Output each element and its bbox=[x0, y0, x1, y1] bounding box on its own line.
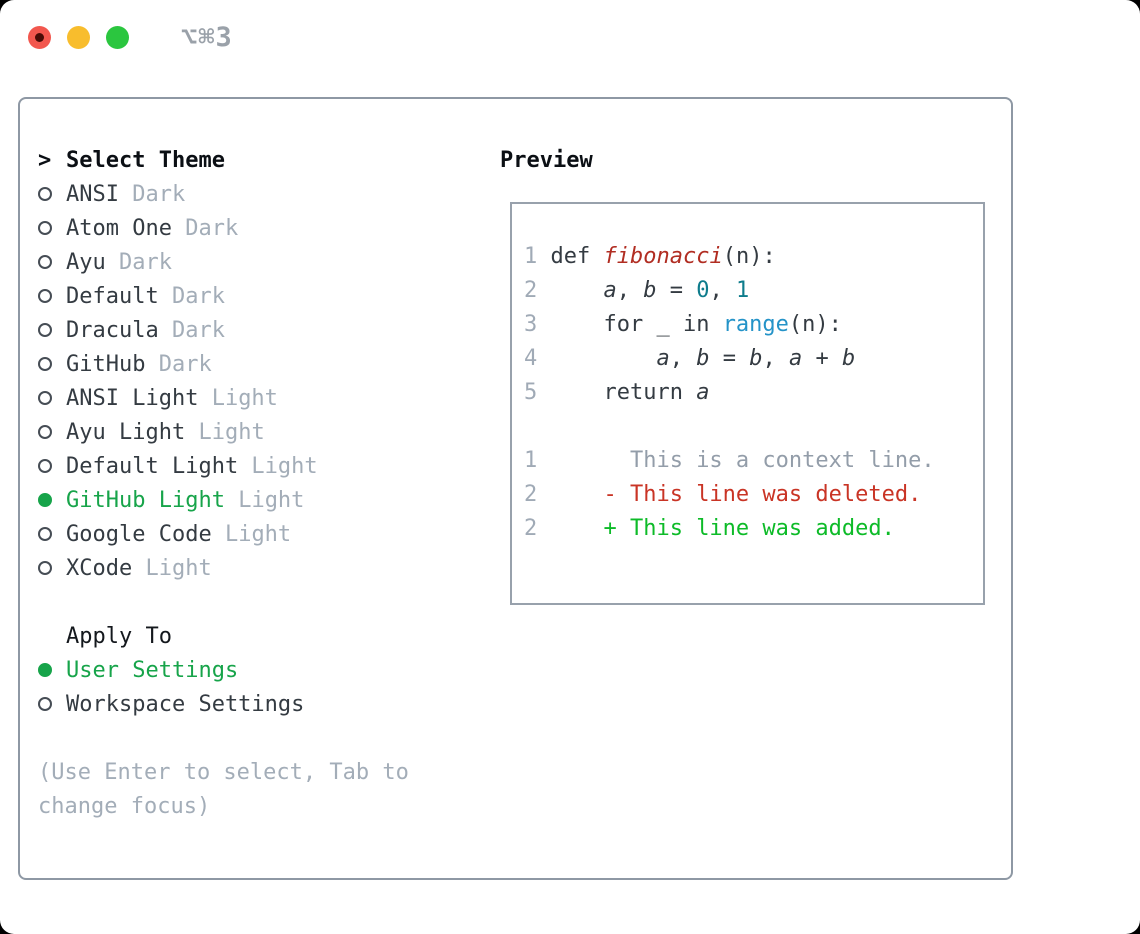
option-label: Workspace Settings bbox=[66, 691, 305, 717]
apply-to-header: Apply To bbox=[38, 619, 500, 653]
window-shortcut-label: ⌥⌘3 bbox=[181, 21, 233, 53]
radio-icon bbox=[38, 527, 66, 541]
preview-box: 1 def fibonacci(n): 2 a, b = 0, 1 3 for _ … bbox=[510, 202, 985, 605]
preview-title: Preview bbox=[500, 147, 593, 173]
option-label: Default Light Light bbox=[66, 453, 318, 479]
theme-option-ayu[interactable]: Ayu Dark bbox=[38, 245, 500, 279]
theme-option-ayu-light[interactable]: Ayu Light Light bbox=[38, 415, 500, 449]
theme-option-atom-one[interactable]: Atom One Dark bbox=[38, 211, 500, 245]
close-button[interactable] bbox=[28, 25, 51, 49]
code-line: 1 def fibonacci(n): bbox=[524, 244, 776, 269]
radio-icon bbox=[38, 255, 66, 269]
code-line: 5 return a bbox=[524, 380, 710, 405]
prompt-caret-icon: > bbox=[38, 147, 52, 173]
diff-line: 1 This is a context line. bbox=[524, 448, 935, 473]
apply-option-workspace-settings[interactable]: Workspace Settings bbox=[38, 687, 500, 721]
diff-line: 2 + This line was added. bbox=[524, 516, 895, 541]
select-theme-title: Select Theme bbox=[66, 147, 225, 173]
radio-selected-icon bbox=[38, 493, 66, 507]
maximize-button[interactable] bbox=[106, 25, 129, 49]
close-button-dot-icon bbox=[35, 32, 44, 42]
hint-line-1: (Use Enter to select, Tab to bbox=[38, 759, 409, 785]
diff-line: 2 - This line was deleted. bbox=[524, 482, 922, 507]
option-label: User Settings bbox=[66, 657, 239, 683]
theme-option-google-code[interactable]: Google Code Light bbox=[38, 517, 500, 551]
option-label: XCode Light bbox=[66, 555, 212, 581]
theme-option-default-light[interactable]: Default Light Light bbox=[38, 449, 500, 483]
apply-to-title: Apply To bbox=[66, 623, 172, 649]
select-theme-header: > Select Theme bbox=[38, 143, 500, 177]
radio-icon bbox=[38, 391, 66, 405]
hint-line-2: change focus) bbox=[38, 793, 211, 819]
option-label: Google Code Light bbox=[66, 521, 292, 547]
option-label: ANSI Dark bbox=[66, 181, 186, 207]
theme-option-ansi[interactable]: ANSI Dark bbox=[38, 177, 500, 211]
theme-option-default[interactable]: Default Dark bbox=[38, 279, 500, 313]
option-label: GitHub Light Light bbox=[66, 487, 305, 513]
radio-selected-icon bbox=[38, 663, 66, 677]
radio-icon bbox=[38, 425, 66, 439]
apply-option-user-settings[interactable]: User Settings bbox=[38, 653, 500, 687]
theme-option-dracula[interactable]: Dracula Dark bbox=[38, 313, 500, 347]
code-line: 2 a, b = 0, 1 bbox=[524, 278, 750, 303]
option-label: ANSI Light Light bbox=[66, 385, 278, 411]
radio-icon bbox=[38, 561, 66, 575]
option-label: Default Dark bbox=[66, 283, 225, 309]
theme-option-github[interactable]: GitHub Dark bbox=[38, 347, 500, 381]
radio-icon bbox=[38, 289, 66, 303]
option-label: Dracula Dark bbox=[66, 317, 225, 343]
option-label: GitHub Dark bbox=[66, 351, 212, 377]
radio-icon bbox=[38, 187, 66, 201]
radio-icon bbox=[38, 459, 66, 473]
minimize-button[interactable] bbox=[67, 25, 90, 49]
blank-line bbox=[524, 414, 983, 448]
radio-icon bbox=[38, 323, 66, 337]
code-line: 4 a, b = b, a + b bbox=[524, 346, 856, 371]
theme-option-xcode[interactable]: XCode Light bbox=[38, 551, 500, 585]
option-label: Ayu Light Light bbox=[66, 419, 265, 445]
spacer-row bbox=[38, 585, 500, 619]
titlebar: ⌥⌘3 bbox=[0, 0, 1140, 74]
radio-icon bbox=[38, 357, 66, 371]
code-line: 3 for _ in range(n): bbox=[524, 312, 842, 337]
spacer-row bbox=[38, 721, 500, 755]
option-label: Ayu Dark bbox=[66, 249, 172, 275]
theme-option-ansi-light[interactable]: ANSI Light Light bbox=[38, 381, 500, 415]
radio-icon bbox=[38, 697, 66, 711]
preview-column: Preview 1 def fibonacci(n): 2 a, b = 0, 1… bbox=[500, 99, 1011, 878]
option-label: Atom One Dark bbox=[66, 215, 239, 241]
theme-option-github-light[interactable]: GitHub Light Light bbox=[38, 483, 500, 517]
radio-icon bbox=[38, 221, 66, 235]
